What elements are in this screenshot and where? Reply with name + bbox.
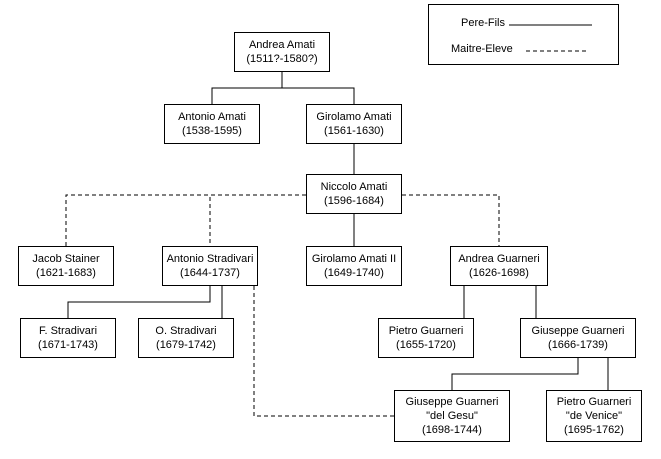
node-name: Giuseppe Guarneri xyxy=(531,325,625,337)
node-name: Antonio Amati xyxy=(178,111,246,123)
node-dates: (1666-1739) xyxy=(548,339,608,351)
node-dates: (1679-1742) xyxy=(156,339,216,351)
node-dates: (1626-1698) xyxy=(469,267,529,279)
node-name: F. Stradivari xyxy=(38,325,98,337)
node-jacob-stainer: Jacob Stainer (1621-1683) xyxy=(18,246,114,286)
node-dates: (1698-1744) xyxy=(422,424,482,436)
node-andrea-amati: Andrea Amati (1511?-1580?) xyxy=(234,32,330,72)
node-o-stradivari: O. Stradivari (1679-1742) xyxy=(138,318,234,358)
node-name: Jacob Stainer xyxy=(32,253,100,265)
node-girolamo-amati-ii: Girolamo Amati II (1649-1740) xyxy=(306,246,402,286)
link-giuseppe-guarneri-to-giuseppe-guarneri-del-gesu xyxy=(451,358,579,390)
node-dates: (1644-1737) xyxy=(180,267,240,279)
node-girolamo-amati: Girolamo Amati (1561-1630) xyxy=(306,104,402,144)
node-name: Andrea Amati xyxy=(248,39,316,51)
legend: Pere-Fils Maitre-Eleve xyxy=(428,4,619,65)
link-niccolo-amati-to-andrea-guarneri xyxy=(402,194,500,246)
node-name: Girolamo Amati xyxy=(316,111,392,123)
node-name: Antonio Stradivari xyxy=(166,253,254,265)
node-nickname: "del Gesu" xyxy=(426,410,478,422)
node-giuseppe-guarneri: Giuseppe Guarneri (1666-1739) xyxy=(520,318,636,358)
node-name: Pietro Guarneri xyxy=(388,325,464,337)
node-dates: (1655-1720) xyxy=(396,339,456,351)
node-dates: (1596-1684) xyxy=(324,195,384,207)
link-niccolo-amati-to-antonio-stradivari xyxy=(209,194,306,246)
link-antonio-stradivari-to-f-stradivari xyxy=(67,286,211,318)
node-pietro-guarneri-de-venice: Pietro Guarneri "de Venice" (1695-1762) xyxy=(546,390,642,442)
node-antonio-stradivari: Antonio Stradivari (1644-1737) xyxy=(162,246,258,286)
node-dates: (1621-1683) xyxy=(36,267,96,279)
node-andrea-guarneri: Andrea Guarneri (1626-1698) xyxy=(450,246,548,286)
node-dates: (1649-1740) xyxy=(324,267,384,279)
node-dates: (1695-1762) xyxy=(564,424,624,436)
node-name: O. Stradivari xyxy=(155,325,217,337)
legend-label-solid: Pere-Fils xyxy=(461,17,506,29)
legend-label-dashed: Maitre-Eleve xyxy=(451,43,513,55)
node-f-stradivari: F. Stradivari (1671-1743) xyxy=(20,318,116,358)
node-dates: (1671-1743) xyxy=(38,339,98,351)
node-dates: (1538-1595) xyxy=(182,125,242,137)
node-dates: (1511?-1580?) xyxy=(246,53,318,65)
node-dates: (1561-1630) xyxy=(324,125,384,137)
link-antonio-stradivari-to-giuseppe-guarneri-del-gesu xyxy=(253,286,394,417)
link-niccolo-amati-to-jacob-stainer xyxy=(65,194,306,246)
link-andrea-amati-to-girolamo-amati xyxy=(281,72,355,104)
node-name: Niccolo Amati xyxy=(320,181,388,193)
node-giuseppe-guarneri-del-gesu: Giuseppe Guarneri "del Gesu" (1698-1744) xyxy=(394,390,510,442)
node-name: Pietro Guarneri xyxy=(556,396,632,408)
node-name: Giuseppe Guarneri xyxy=(405,396,499,408)
legend-swatches xyxy=(509,24,592,52)
node-pietro-guarneri: Pietro Guarneri (1655-1720) xyxy=(378,318,474,358)
node-nickname: "de Venice" xyxy=(565,410,623,422)
link-andrea-amati-to-antonio-amati xyxy=(211,72,283,104)
node-niccolo-amati: Niccolo Amati (1596-1684) xyxy=(306,174,402,214)
node-name: Girolamo Amati II xyxy=(311,253,397,265)
node-antonio-amati: Antonio Amati (1538-1595) xyxy=(164,104,260,144)
node-name: Andrea Guarneri xyxy=(458,253,540,265)
